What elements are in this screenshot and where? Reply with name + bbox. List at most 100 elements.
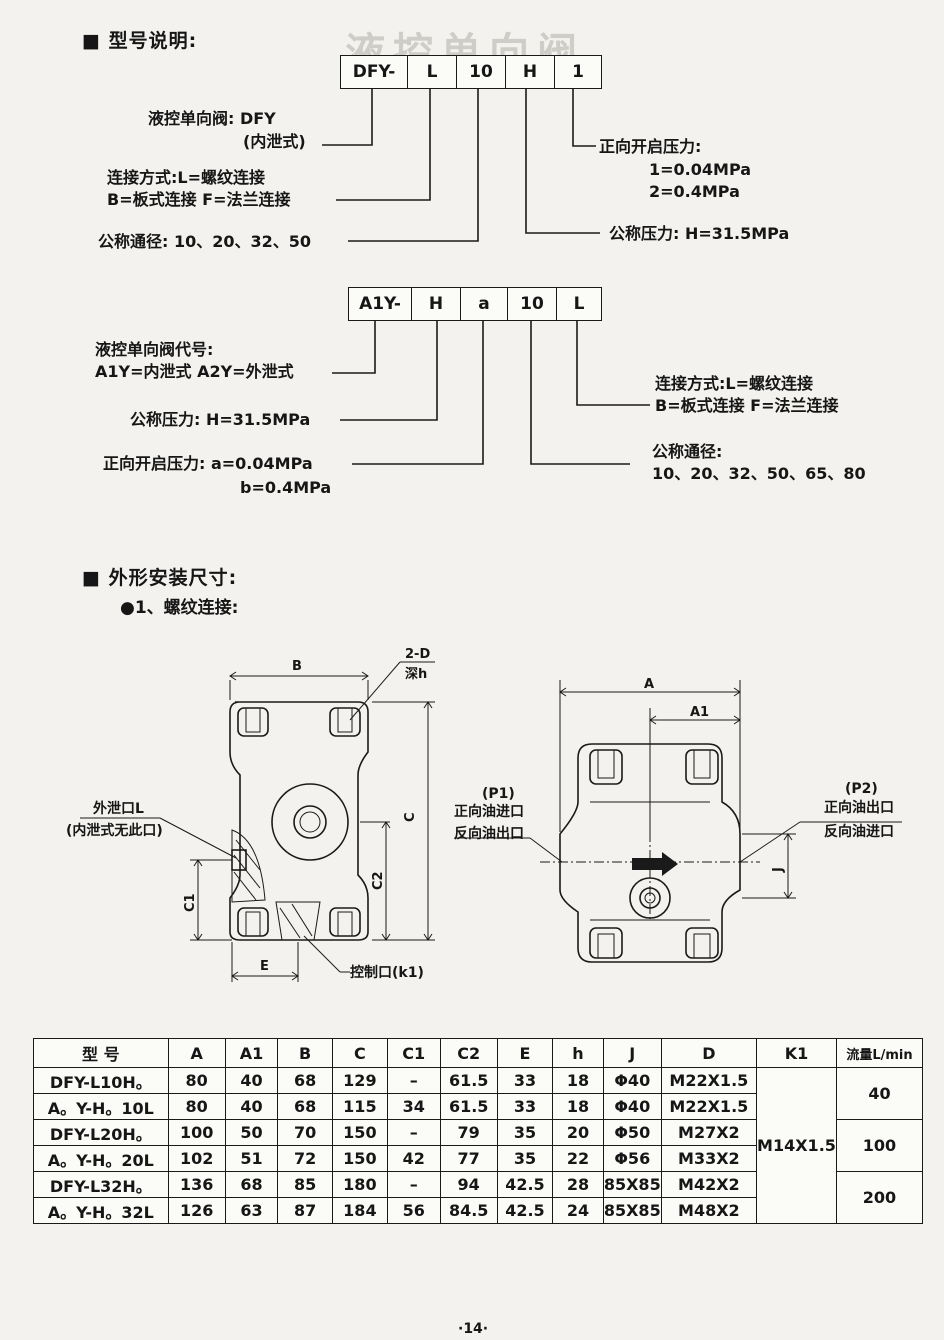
th-k1: K1 [755,1038,837,1068]
p1-label: (P1) [482,786,515,802]
cell-model: A。Y-H。32L [33,1197,169,1224]
cell-c1: 56 [386,1197,441,1224]
cell-h: 20 [552,1119,604,1146]
code2-box-0: A1Y- [349,288,412,320]
code1-crack-1: 1=0.04MPa [649,160,752,179]
code2-crack-2: b=0.4MPa [240,478,332,497]
code2-dn-label-2: 10、20、32、50、65、80 [652,464,866,483]
cell-c: 115 [331,1093,388,1120]
cell-a: 136 [167,1171,226,1198]
cell-d: M22X1.5 [660,1093,757,1120]
cell-model: DFY-L20H。 [33,1119,169,1146]
table-row: A。Y-H。20L 102 51 72 150 42 77 35 22 Φ56 … [33,1145,923,1172]
cell-flow-3: 200 [835,1171,924,1224]
cell-d: M27X2 [660,1119,757,1146]
cell-e: 35 [496,1119,554,1146]
code1-box-3: H [506,56,555,88]
code1-box-0: DFY- [341,56,408,88]
code2-press-label: 公称压力: H=31.5MPa [130,410,311,429]
dim-c2-label: C2 [371,871,386,890]
code2-code-label: 液控单向阀代号: [95,340,214,359]
cell-c: 150 [331,1145,388,1172]
code2-conn-label-2: B=板式连接 F=法兰连接 [655,396,839,415]
cell-b: 68 [277,1093,333,1120]
th-a: A [167,1038,226,1068]
table-row: A。Y-H。32L 126 63 87 184 56 84.5 42.5 24 … [33,1197,923,1224]
code2-box-3: 10 [508,288,557,320]
cell-c1: – [386,1067,441,1094]
cell-d: M48X2 [660,1197,757,1224]
code1-leaders [322,89,650,465]
p1-label-a: 正向油进口 [454,804,524,820]
cell-e: 42.5 [496,1197,554,1224]
code1-box-1: L [408,56,457,88]
cell-a1: 50 [224,1119,279,1146]
cell-j: Φ40 [602,1067,662,1094]
cell-model: DFY-L32H。 [33,1171,169,1198]
drain-label-2: (内泄式无此口) [66,823,163,839]
cell-a1: 68 [224,1171,279,1198]
dimension-table: 型 号 A A1 B C C1 C2 E h J D K1 流量L/min DF… [33,1038,924,1224]
cell-k1: M14X1.5 [755,1067,837,1224]
drawing-left: B C C2 C1 E 2-D 深h [80,647,435,982]
th-h: h [552,1038,604,1068]
cell-j: 85X85 [602,1197,662,1224]
cell-c1: – [386,1171,441,1198]
p1-label-b: 反向油出口 [454,826,524,842]
table-header-row: 型 号 A A1 B C C1 C2 E h J D K1 流量L/min [33,1038,924,1068]
code1-conn-label: 连接方式:L=螺纹连接 [107,168,266,187]
dim-b-label: B [292,659,302,674]
cell-flow-1: 40 [835,1067,924,1120]
cell-h: 24 [552,1197,604,1224]
cell-a: 80 [167,1093,226,1120]
cell-c: 184 [331,1197,388,1224]
cell-b: 68 [277,1067,333,1094]
thread-subtitle: ●1、螺纹连接: [120,598,239,618]
cell-c1: 42 [386,1145,441,1172]
th-e: E [496,1038,554,1068]
table-row: DFY-L32H。 136 68 85 180 – 94 42.5 28 85X… [33,1171,924,1224]
cell-a1: 63 [224,1197,279,1224]
cell-c2: 84.5 [439,1197,498,1224]
th-j: J [602,1038,662,1068]
cell-flow-2: 100 [835,1119,924,1172]
cell-c2: 94 [439,1171,498,1198]
cell-d: M42X2 [660,1171,757,1198]
cell-e: 42.5 [496,1171,554,1198]
cell-b: 72 [277,1145,333,1172]
control-port-label: 控制口(k1) [350,965,424,981]
code1-crack-2: 2=0.4MPa [649,182,740,201]
cell-a: 80 [167,1067,226,1094]
cell-a1: 40 [224,1093,279,1120]
cell-c2: 61.5 [439,1067,498,1094]
th-c2: C2 [439,1038,498,1068]
cell-a: 126 [167,1197,226,1224]
code1-dn-label: 公称通径: 10、20、32、50 [98,232,312,251]
code1-box-2: 10 [457,56,506,88]
cell-e: 33 [496,1067,554,1094]
p2-label: (P2) [845,781,878,797]
cell-c2: 79 [439,1119,498,1146]
th-c1: C1 [386,1038,441,1068]
model-code-1: DFY- L 10 H 1 [340,55,602,89]
cell-model: A。Y-H。10L [33,1093,169,1120]
cell-c: 150 [331,1119,388,1146]
code1-press-label: 公称压力: H=31.5MPa [609,224,790,243]
cell-h: 18 [552,1093,604,1120]
dim-c1-label: C1 [183,893,198,912]
dimension-section-title: ■ 外形安装尺寸: [82,567,238,589]
cell-c1: – [386,1119,441,1146]
cell-model: A。Y-H。20L [33,1145,169,1172]
th-flow: 流量L/min [835,1038,924,1068]
cell-e: 33 [496,1093,554,1120]
code1-conn-label-2: B=板式连接 F=法兰连接 [107,190,291,209]
th-a1: A1 [224,1038,279,1068]
table-row: A。Y-H。10L 80 40 68 115 34 61.5 33 18 Φ40… [33,1093,923,1120]
cell-b: 85 [277,1171,333,1198]
cell-e: 35 [496,1145,554,1172]
dim-c-label: C [403,812,418,822]
cell-j: Φ40 [602,1093,662,1120]
cell-j: Φ50 [602,1119,662,1146]
code2-conn-label: 连接方式:L=螺纹连接 [655,374,814,393]
code2-crack-label: 正向开启压力: a=0.04MPa [103,454,313,473]
